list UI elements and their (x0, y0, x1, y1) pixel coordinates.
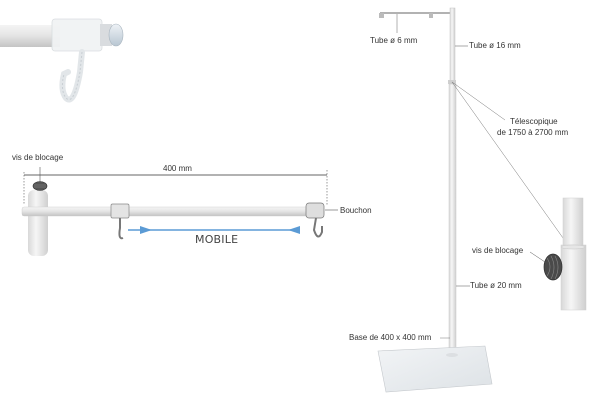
end-cap-label: Bouchon (340, 206, 372, 215)
stand-locking-screw-label: vis de blocage (472, 246, 524, 255)
mobile-label: MOBILE (195, 233, 239, 246)
locking-screw-closeup (529, 197, 587, 311)
base-label: Base de 400 x 400 mm (349, 333, 432, 342)
upper-tube-label: Tube ø 16 mm (469, 41, 521, 50)
arm-length-label: 400 mm (163, 164, 192, 173)
display-stand (377, 7, 569, 393)
telescopic-label-line1: Télescopique (510, 117, 558, 126)
arm-detail (21, 167, 338, 256)
lower-tube-label: Tube ø 20 mm (470, 281, 522, 290)
rod-end-closeup (0, 18, 124, 103)
arm-locking-screw-label: vis de blocage (12, 153, 64, 162)
telescopic-label-line2: de 1750 à 2700 mm (497, 128, 569, 137)
top-tube-label: Tube ø 6 mm (370, 36, 418, 45)
